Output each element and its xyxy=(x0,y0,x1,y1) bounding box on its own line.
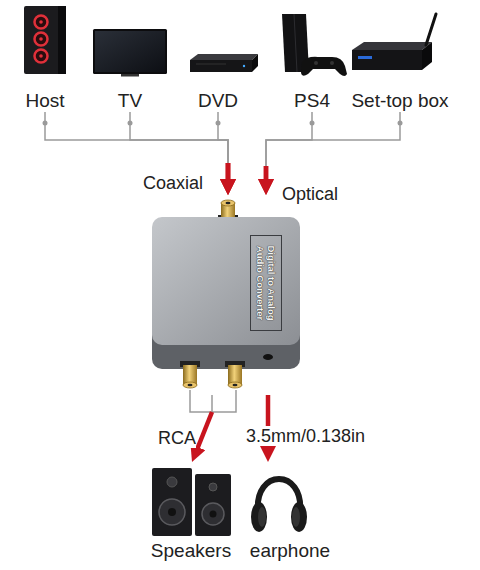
pc-tower-icon xyxy=(24,6,66,74)
output-label: Speakers xyxy=(151,540,231,562)
connector-label: RCA xyxy=(158,428,196,448)
signal-arrow xyxy=(195,412,212,456)
signal-label: Coaxial xyxy=(143,173,203,193)
signal-connector xyxy=(268,395,269,455)
signal-arrow xyxy=(264,166,269,188)
signal-connector xyxy=(266,112,400,188)
signal-connector xyxy=(218,112,228,188)
device-node: DVD xyxy=(180,5,256,112)
device-label: Set-top box xyxy=(351,90,448,112)
signal-arrow xyxy=(266,395,271,455)
converter-print: Digital to Analog xyxy=(266,245,277,320)
output-label: earphone xyxy=(250,540,330,562)
converter-box: Digital to AnalogAudio Converter xyxy=(148,195,304,395)
output-node: Speakers xyxy=(145,462,237,562)
bus-line xyxy=(130,112,228,163)
bus-line xyxy=(211,395,213,412)
device-node: TV xyxy=(95,5,165,112)
device-label: Host xyxy=(25,90,64,112)
signal-connector xyxy=(266,112,312,188)
signal-arrow xyxy=(226,163,231,188)
signal-arrow xyxy=(226,163,231,188)
speaker-icon xyxy=(152,468,231,536)
bus-line xyxy=(45,112,228,163)
junction-dots xyxy=(43,121,403,126)
bus-line xyxy=(218,112,228,163)
device-label: DVD xyxy=(198,90,238,112)
connector-label: 3.5mm/0.138in xyxy=(246,426,365,446)
converter-body xyxy=(148,195,304,395)
device-label: TV xyxy=(118,90,142,112)
device-node: Host xyxy=(12,5,78,112)
converter-print: Audio Converter xyxy=(255,246,266,320)
signal-label: Optical xyxy=(282,184,338,204)
rca-bracket xyxy=(190,390,236,412)
headphone-icon xyxy=(251,479,307,532)
console-icon xyxy=(282,14,347,76)
signal-arrow xyxy=(226,163,231,188)
tv-icon xyxy=(93,29,167,77)
bus-line xyxy=(266,112,400,166)
dvd-player-icon xyxy=(190,54,258,72)
set-top-box-icon xyxy=(352,14,436,70)
output-node: earphone xyxy=(240,462,340,562)
print-frame: Digital to AnalogAudio Converter xyxy=(250,235,282,331)
signal-arrow xyxy=(264,166,269,188)
device-label: PS4 xyxy=(294,90,330,112)
signal-connector xyxy=(195,395,212,456)
device-node: PS4 xyxy=(277,5,347,112)
device-node: Set-top box xyxy=(343,5,457,112)
bus-line xyxy=(266,112,312,166)
